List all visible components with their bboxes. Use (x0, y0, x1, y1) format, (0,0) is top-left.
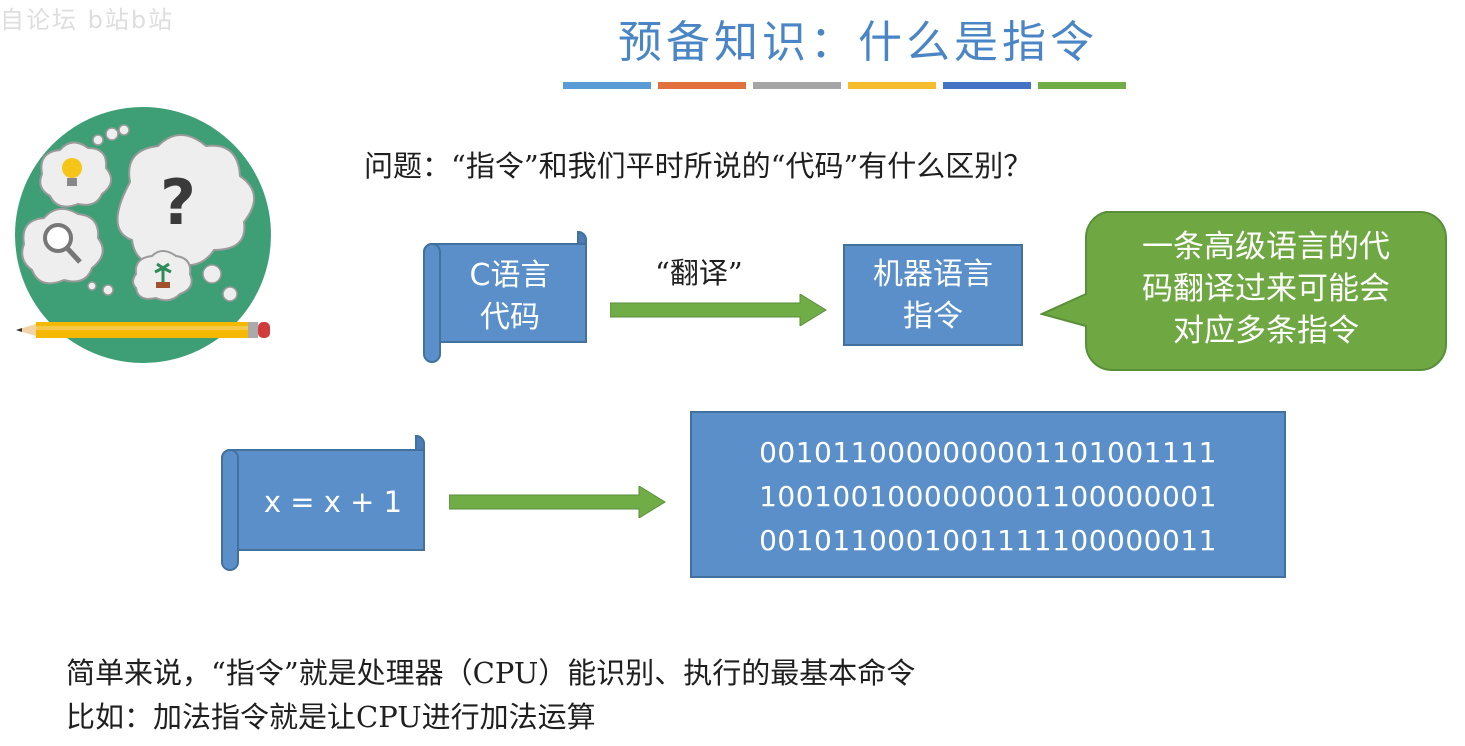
callout-line2: 码翻译过来可能会 (1142, 271, 1390, 307)
c-code-label-line2: 代码 (480, 300, 540, 335)
title-bar-blue (563, 82, 651, 89)
c-code-label-line1: C语言 (469, 258, 551, 293)
expression-label: x = x + 1 (263, 485, 403, 519)
expression-scroll (221, 434, 425, 571)
machine-instruction-box: 机器语言 指令 (843, 244, 1023, 346)
callout-line3: 对应多条指令 (1173, 313, 1359, 349)
title-bar-yellow (848, 82, 936, 89)
title-bar-darkblue (943, 82, 1031, 89)
callout-text: 一条高级语言的代 码翻译过来可能会 对应多条指令 (1090, 226, 1442, 352)
question-text: 问题：“指令”和我们平时所说的“代码”有什么区别？ (364, 149, 1033, 183)
watermark: 自论坛 b站b站 (0, 6, 175, 34)
right-arrow-icon (449, 486, 666, 518)
callout-bubble (1040, 211, 1447, 371)
binary-line-1: 0010110000000001101001111 (759, 436, 1217, 469)
summary-line-1: 简单来说，“指令”就是处理器（CPU）能识别、执行的最基本命令 (66, 656, 916, 690)
binary-line-3: 0010110001001111100000011 (759, 524, 1217, 557)
title-bar-gray (753, 82, 841, 89)
thinking-illustration-icon: ? (15, 107, 271, 363)
translate-label: “翻译” (655, 256, 743, 290)
right-arrow-icon (610, 294, 827, 326)
machine-box-line1: 机器语言 (873, 257, 993, 292)
title-bar-green (1038, 82, 1126, 89)
title-bar-orange (658, 82, 746, 89)
title-underline-bars (563, 82, 1126, 89)
summary-line-2: 比如：加法指令就是让CPU进行加法运算 (66, 700, 596, 734)
machine-box-line2: 指令 (903, 299, 963, 334)
c-code-label: C语言 代码 (440, 255, 580, 339)
c-code-scroll (423, 230, 587, 363)
callout-line1: 一条高级语言的代 (1142, 229, 1390, 265)
slide-title: 预备知识：什么是指令 (618, 17, 1098, 68)
binary-line-2: 1001001000000001100000001 (759, 480, 1217, 513)
binary-instructions-box: 0010110000000001101001111 10010010000000… (690, 411, 1286, 578)
svg-text:?: ? (160, 166, 196, 239)
